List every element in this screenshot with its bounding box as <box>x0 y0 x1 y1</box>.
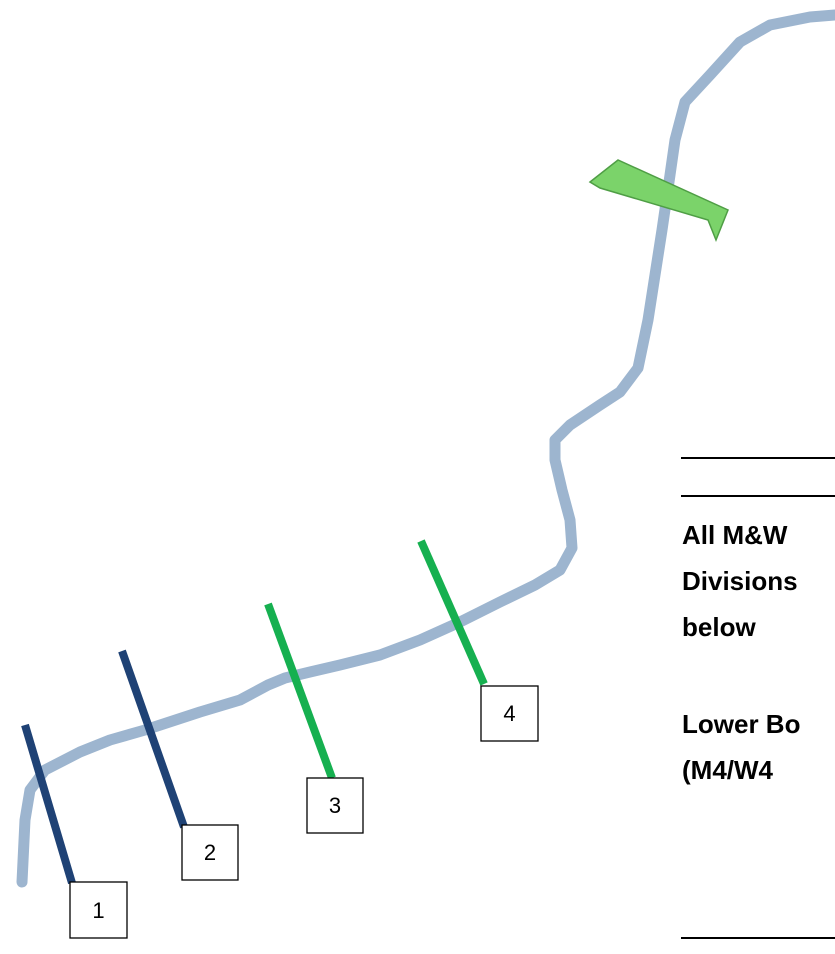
label-box-3: 3 <box>306 777 364 834</box>
label-box-1: 1 <box>69 881 128 939</box>
table-text-below: below <box>682 612 756 642</box>
table-text-m4-w4: (M4/W4 <box>682 755 774 785</box>
section-line-1 <box>21 723 76 885</box>
section-line-4 <box>417 539 488 686</box>
label-1-text: 1 <box>92 898 104 923</box>
label-box-2: 2 <box>181 824 239 881</box>
label-3-text: 3 <box>329 793 341 818</box>
table-text-lower-bo: Lower Bo <box>682 709 800 739</box>
flag-marker <box>588 159 729 243</box>
label-box-4: 4 <box>480 685 539 742</box>
table-text-all-mw: All M&W <box>682 520 788 550</box>
section-line-3 <box>264 602 336 780</box>
table-text-divisions: Divisions <box>682 566 798 596</box>
label-2-text: 2 <box>204 840 216 865</box>
section-line-2 <box>118 649 188 829</box>
river-course <box>16 9 835 888</box>
label-4-text: 4 <box>503 701 515 726</box>
